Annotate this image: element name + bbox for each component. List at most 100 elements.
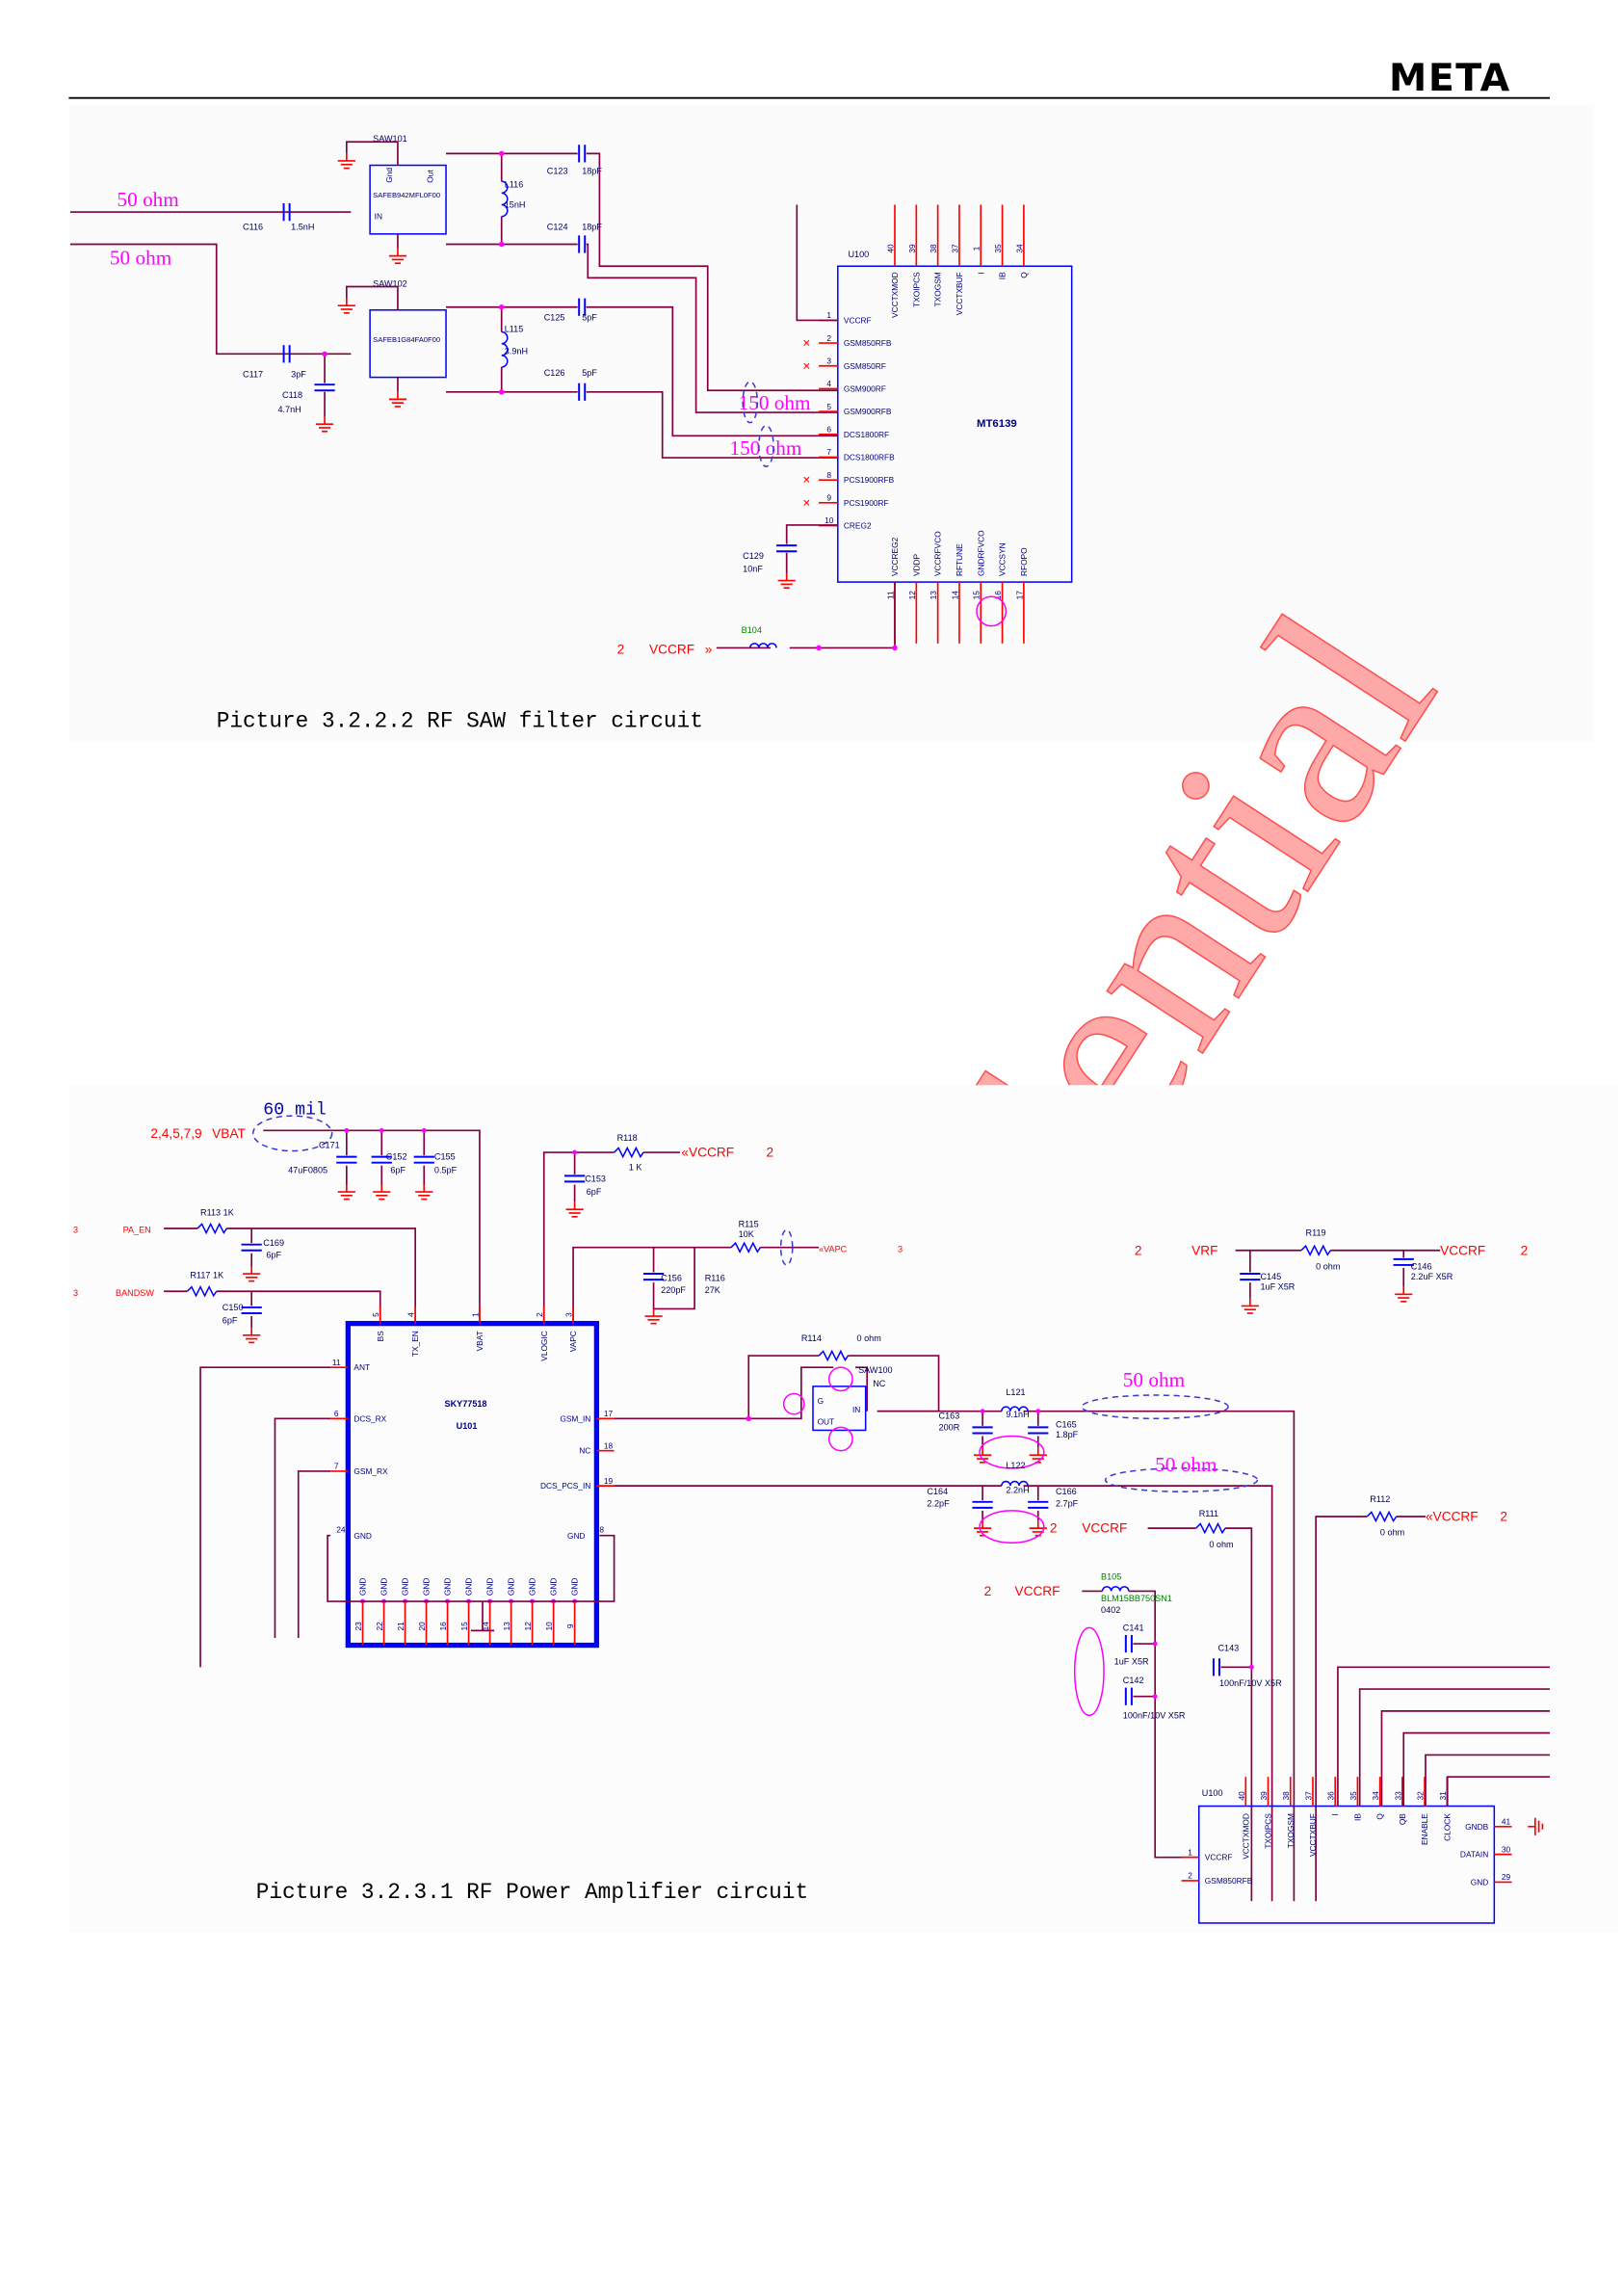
pin-number: 2 [826, 333, 831, 343]
pin-name: GND [507, 1578, 516, 1597]
pin-number: 39 [1259, 1791, 1269, 1801]
u101-body [345, 1320, 600, 1649]
pin-name: GND [485, 1578, 495, 1597]
vccrf-port[interactable]: VCCRF [649, 642, 694, 656]
pin-number: 1 [972, 246, 982, 251]
pin-name: GND [358, 1578, 368, 1597]
l121-value: 9.1nH [1006, 1410, 1029, 1419]
pin-number: 2 [1188, 1871, 1192, 1881]
pin-name: IB [998, 272, 1008, 279]
pin-number: 6 [334, 1409, 339, 1418]
pin-name: VAPC [568, 1331, 578, 1352]
c156-value: 220pF [661, 1285, 686, 1295]
pin-number: 8 [826, 470, 831, 480]
l115-ref: L115 [505, 325, 524, 334]
r116-ref: R116 [705, 1274, 725, 1283]
r117-ref: R117 1K [190, 1271, 223, 1280]
l122-ref: L122 [1006, 1461, 1025, 1470]
vccrf-r118-port[interactable]: «VCCRF [681, 1146, 734, 1160]
vrf-port[interactable]: VRF [1191, 1243, 1217, 1257]
pin-name: GSM_RX [353, 1466, 388, 1476]
pin-name: TXOIPCS [911, 272, 921, 307]
pin-number: 3 [826, 356, 831, 365]
pin-number: 10 [544, 1622, 554, 1631]
u101-pins: 11ANT6DCS_RX7GSM_RX17GSM_IN18NC19DCS_PCS… [330, 1306, 615, 1646]
b105-part: BLM15BB750SN1 [1101, 1594, 1172, 1603]
pin-name: ENABLE [1420, 1813, 1429, 1845]
figure-power-amplifier-circuit: 60 mil 2,4,5,7,9 VBAT C171 47uF0805 C152… [68, 1085, 1619, 1934]
pin-number: 17 [604, 1409, 614, 1418]
pin-name: VBAT [475, 1331, 484, 1351]
pin-name: GND [528, 1578, 537, 1597]
c126-value: 5pF [582, 368, 597, 378]
pa-en-port[interactable]: PA_EN [123, 1226, 151, 1235]
pin-name: GSM900RF [844, 383, 886, 393]
pin-number: 10 [825, 515, 834, 525]
r113-ref: R113 1K [200, 1207, 234, 1217]
c171-value: 47uF0805 [288, 1165, 327, 1174]
l116-value: 15nH [505, 200, 526, 210]
pin-name: VCCTXMOD [1241, 1813, 1250, 1860]
vccrf-r119-port[interactable]: VCCRF [1440, 1243, 1485, 1257]
r115-value: 10K [739, 1229, 754, 1239]
pin-name: VCCSYN [998, 542, 1008, 576]
pin-name: GND [401, 1578, 410, 1597]
pin-number: 33 [1393, 1791, 1402, 1801]
r115-ref: R115 [739, 1219, 759, 1228]
saw-pin-out: Out [425, 170, 434, 183]
pin-name: DCS1800RFB [844, 453, 895, 462]
pin-number: 9 [826, 493, 831, 503]
pin-number: 1 [470, 1312, 480, 1317]
vccrf-r111-sheet: 2 [1050, 1521, 1058, 1536]
pin-number: 5 [371, 1312, 380, 1317]
bandsw-port[interactable]: BANDSW [116, 1288, 154, 1298]
pin-name: TXOGSM [933, 272, 943, 306]
mil-label: 60 mil [263, 1101, 327, 1121]
c155-ref: C155 [434, 1152, 456, 1162]
saw100-pin-out: OUT [818, 1416, 835, 1426]
u100-ref: U100 [848, 250, 869, 259]
vapc-port[interactable]: «VAPC [819, 1244, 848, 1254]
figure2-caption: Picture 3.2.3.1 RF Power Amplifier circu… [256, 1880, 808, 1905]
pin-number: 4 [826, 379, 831, 388]
pin-number: 16 [438, 1622, 448, 1631]
pin-number: 19 [604, 1476, 614, 1486]
pin-name: VDDP [911, 553, 921, 576]
pin-name: GND [570, 1578, 580, 1597]
saw101-ref: SAW101 [373, 134, 407, 144]
vccrf-r111-port[interactable]: VCCRF [1082, 1521, 1127, 1536]
pin-number: 16 [993, 591, 1003, 600]
vbat-port[interactable]: VBAT [212, 1126, 246, 1141]
pin-name: VLOGIC [539, 1331, 549, 1360]
pin-name: DCS1800RF [844, 430, 889, 439]
c125-ref: C125 [544, 312, 565, 322]
c163-value: 200R [939, 1422, 960, 1432]
pin-number: 7 [334, 1462, 339, 1471]
pin-number: 14 [481, 1622, 490, 1631]
pin-number: 15 [459, 1622, 469, 1631]
vccrf-r112-port[interactable]: «VCCRF [1426, 1510, 1479, 1524]
meta-logo: meta [1389, 56, 1511, 100]
pin-name: GNDB [1465, 1822, 1489, 1832]
c164-ref: C164 [927, 1487, 948, 1496]
c171-ref: C171 [319, 1141, 340, 1150]
pin-number: 9 [565, 1623, 575, 1628]
pin-name: GSM850RF [844, 361, 886, 371]
pin-name: GSM850RFB [1205, 1876, 1253, 1886]
c145-value: 1uF X5R [1260, 1282, 1295, 1292]
c143-ref: C143 [1217, 1644, 1239, 1653]
pin-number: 35 [993, 244, 1003, 253]
pin-name: NC [579, 1446, 590, 1456]
pin-name: GND [443, 1578, 453, 1597]
vccrf-b105-port[interactable]: VCCRF [1014, 1584, 1060, 1598]
pin-number: 15 [972, 591, 982, 600]
pin-number: 7 [826, 447, 831, 457]
c169-value: 6pF [266, 1250, 281, 1259]
c169-ref: C169 [263, 1238, 284, 1248]
pa-en-sheet: 3 [73, 1226, 78, 1235]
l121-ref: L121 [1006, 1387, 1025, 1397]
r119-value: 0 ohm [1316, 1261, 1340, 1271]
c146-ref: C146 [1411, 1261, 1432, 1271]
c125-value: 5pF [582, 312, 597, 322]
impedance-label: 150 ohm [739, 391, 811, 414]
